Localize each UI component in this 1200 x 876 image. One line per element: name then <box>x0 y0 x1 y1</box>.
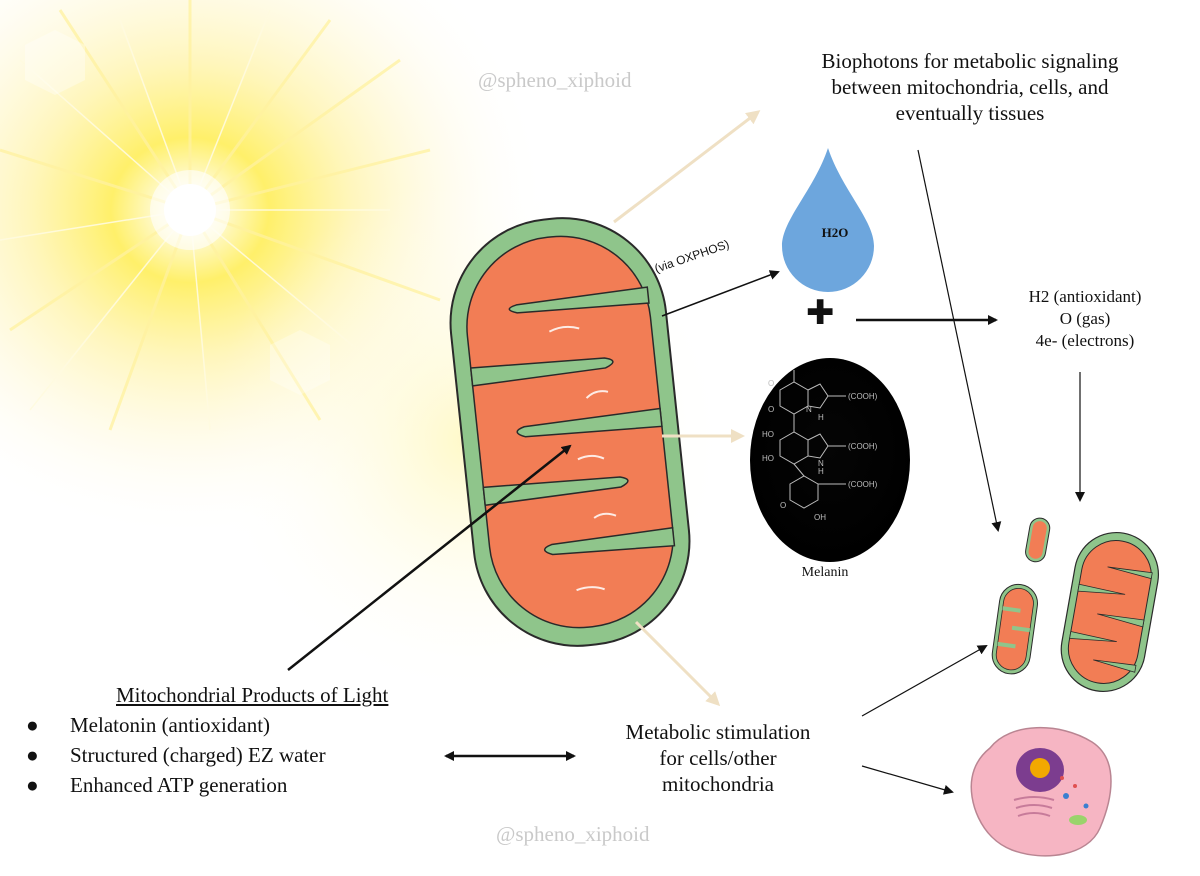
list-item-label: Structured (charged) EZ water <box>70 743 326 767</box>
list-item-label: Enhanced ATP generation <box>70 773 288 797</box>
stimulation-line: for cells/other <box>659 746 777 770</box>
melanin-oval <box>750 358 910 562</box>
stimulation-line: mitochondria <box>662 772 774 796</box>
mito-products-title: Mitochondrial Products of Light <box>116 683 389 707</box>
list-item: ● Melatonin (antioxidant) <box>26 710 326 740</box>
product-line: O (gas) <box>1059 309 1111 328</box>
melanin-label: Melanin <box>801 565 849 580</box>
mitochondrion-main <box>449 217 691 647</box>
list-item: ● Enhanced ATP generation <box>26 770 326 800</box>
list-item: ● Structured (charged) EZ water <box>26 740 326 770</box>
biophotons-line: eventually tissues <box>895 101 1045 125</box>
bullet-icon: ● <box>26 773 39 797</box>
arrows-dark <box>287 149 1085 795</box>
products-output-text: H2 (antioxidant) O (gas) 4e- (electrons) <box>990 286 1180 352</box>
stimulation-line: Metabolic stimulation <box>625 720 811 744</box>
biophotons-line: between mitochondria, cells, and <box>831 75 1109 99</box>
watermark-top: @spheno_xiphoid <box>478 68 632 92</box>
product-line: 4e- (electrons) <box>1035 331 1135 350</box>
mitochondria-small-cluster <box>991 517 1160 693</box>
bullet-icon: ● <box>26 743 39 767</box>
product-line: H2 (antioxidant) <box>1028 287 1142 306</box>
watermark-bottom: @spheno_xiphoid <box>496 822 650 846</box>
animal-cell <box>970 726 1112 857</box>
arrows-pale <box>613 110 761 707</box>
bullet-icon: ● <box>26 713 39 737</box>
h2o-label: H2O <box>821 225 849 240</box>
biophotons-line: Biophotons for metabolic signaling <box>821 49 1119 73</box>
biophotons-text: Biophotons for metabolic signaling betwe… <box>760 48 1180 126</box>
water-drop-icon <box>782 148 874 292</box>
mito-products-list: ● Melatonin (antioxidant) ● Structured (ch… <box>26 710 326 800</box>
plus-icon: ✚ <box>806 293 835 333</box>
list-item-label: Melatonin (antioxidant) <box>70 713 271 737</box>
melanin-structure <box>779 370 846 509</box>
metabolic-stimulation-text: Metabolic stimulation for cells/other mi… <box>588 719 848 797</box>
